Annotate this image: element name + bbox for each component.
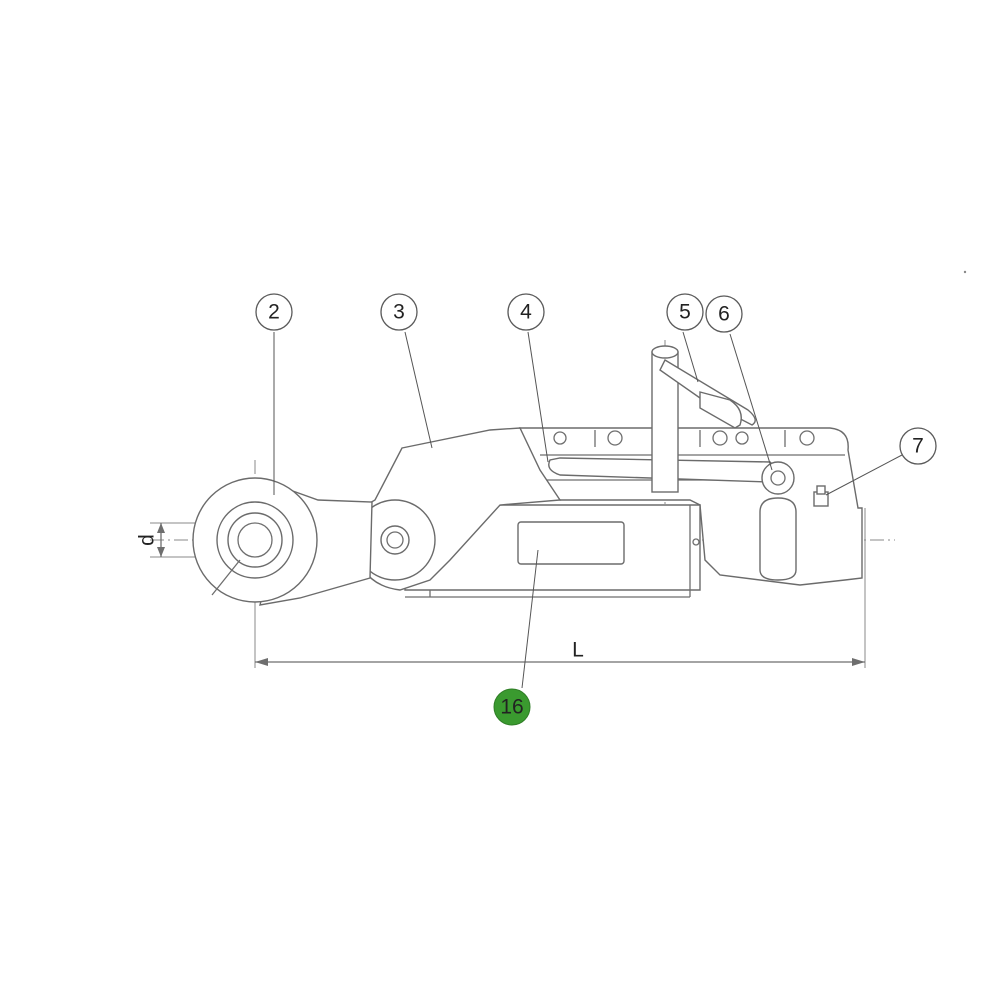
leader-7	[825, 454, 903, 496]
callout-4: 4	[507, 293, 545, 331]
diameter-dimension	[157, 523, 165, 557]
callout-16-highlight[interactable]: 16	[493, 688, 531, 726]
callout-3: 3	[380, 293, 418, 331]
lever-pivot	[761, 461, 795, 495]
svg-text:16: 16	[500, 696, 523, 719]
svg-text:4: 4	[520, 301, 532, 324]
diameter-label: d	[136, 534, 159, 546]
leader-3	[404, 331, 433, 449]
callout-7: 7	[899, 427, 937, 465]
svg-text:6: 6	[718, 303, 730, 326]
svg-text:5: 5	[679, 301, 691, 324]
length-label: L	[572, 639, 584, 662]
leader-4	[527, 331, 549, 463]
callout-6: 6	[705, 295, 743, 333]
lock-plate-slot	[517, 521, 625, 565]
leader-5	[682, 331, 699, 383]
latch-hook	[759, 497, 797, 581]
ball-joint-bore	[227, 512, 283, 568]
grease-nipple-icon	[813, 485, 829, 507]
ball-joint-inner	[237, 522, 273, 558]
lever-pivot-inner	[770, 470, 786, 486]
link-pin	[380, 525, 410, 555]
svg-text:7: 7	[912, 435, 924, 458]
callout-2: 2	[255, 293, 293, 331]
ball-joint-retainer	[211, 559, 241, 596]
leader-16	[521, 549, 539, 689]
svg-text:2: 2	[268, 301, 280, 324]
stray-dot	[963, 270, 967, 274]
link-pin-inner	[386, 531, 404, 549]
handle-pin-cap	[651, 345, 679, 359]
leader-6	[729, 333, 773, 471]
small-hole	[692, 538, 700, 546]
spring-clip	[699, 391, 742, 429]
callout-5: 5	[666, 293, 704, 331]
length-dimension	[255, 658, 865, 666]
svg-text:3: 3	[393, 301, 405, 324]
housing-slots	[553, 430, 815, 447]
